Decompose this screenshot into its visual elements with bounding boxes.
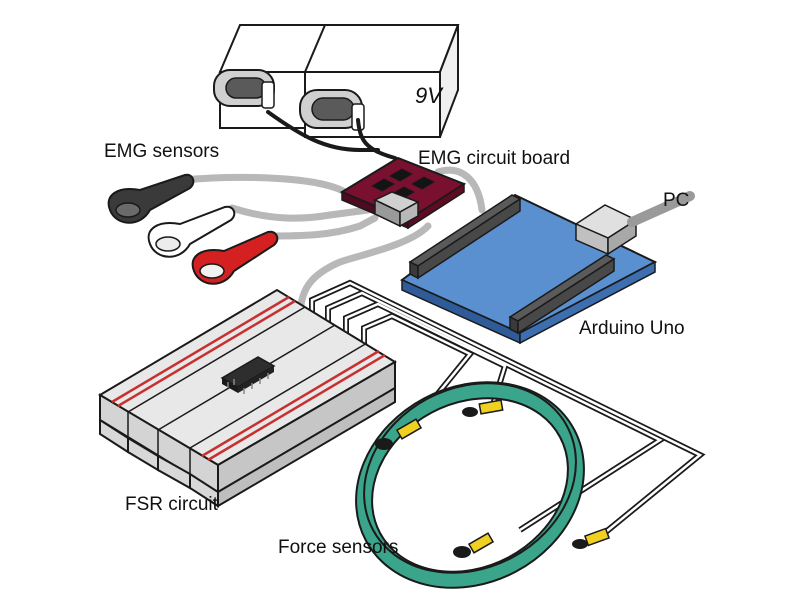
force-sensor-ring: [355, 381, 585, 589]
electrode-red: [191, 230, 279, 285]
battery-snap-right: [299, 89, 365, 131]
label-emg-circuit-board: EMG circuit board: [418, 148, 570, 169]
arduino-header-bottom: [508, 254, 616, 335]
fsr-wires: [309, 279, 706, 543]
battery-wires: [266, 110, 397, 160]
label-pc: PC: [663, 190, 689, 211]
force-sensor-pads: [375, 399, 611, 558]
emg-cables: [178, 166, 486, 322]
electrode-white: [147, 205, 236, 258]
battery-right: 9V: [299, 24, 460, 138]
force-sensor-4: [572, 527, 611, 549]
emg-board-connector: [373, 191, 420, 228]
battery-snap-left: [213, 69, 275, 109]
force-sensor-1: [375, 418, 423, 450]
label-emg-sensors: EMG sensors: [104, 141, 219, 162]
label-arduino-uno: Arduino Uno: [579, 318, 685, 339]
emg-circuit-board: [339, 156, 467, 230]
force-sensor-2: [462, 399, 504, 417]
breadboard: [98, 288, 397, 508]
arduino-uno-board: [400, 193, 658, 345]
arduino-header-top: [408, 194, 522, 280]
usb-cable: [627, 191, 695, 227]
breadboard-rails: [111, 295, 386, 462]
battery-label: 9V: [415, 83, 444, 108]
force-sensor-3: [453, 532, 495, 558]
usb-connector: [574, 204, 638, 256]
ic-chip: [220, 356, 276, 394]
label-force-sensors: Force sensors: [278, 537, 398, 558]
label-fsr-circuit: FSR circuit: [125, 494, 219, 515]
electrode-black: [107, 173, 195, 224]
